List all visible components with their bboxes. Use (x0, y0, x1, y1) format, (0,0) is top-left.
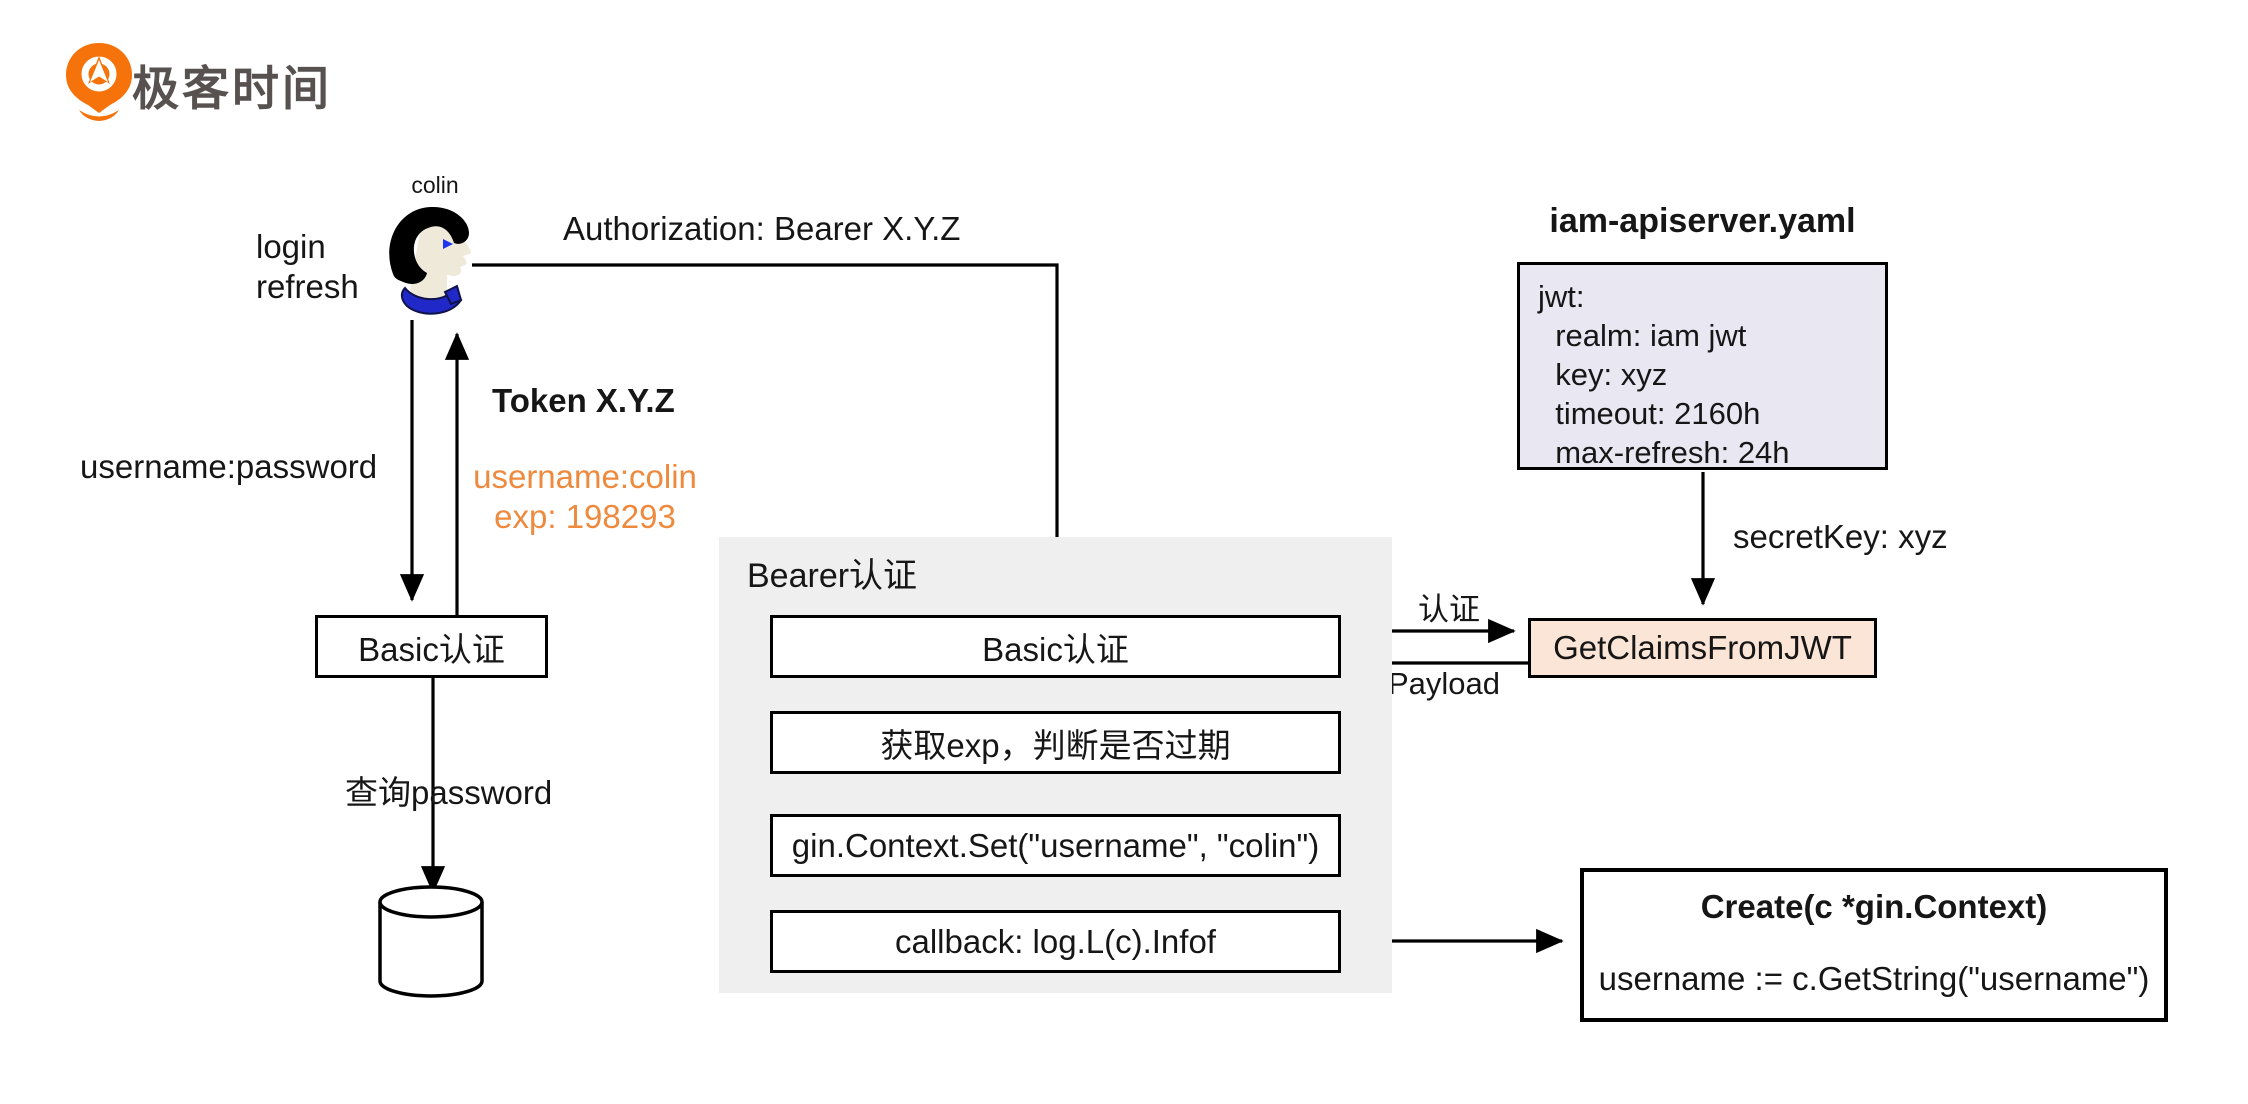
bearer-step-basic-auth-label: Basic认证 (982, 630, 1129, 668)
bearer-step-callback-label: callback: log.L(c).Infof (895, 922, 1216, 960)
geektime-logo-icon (66, 43, 132, 121)
token-claim-exp: exp: 198293 (494, 498, 676, 535)
payload-label: Payload (1388, 666, 1501, 701)
basic-auth-box-left-label: Basic认证 (358, 630, 505, 668)
yaml-line-realm: realm: iam jwt (1538, 318, 1747, 353)
yaml-line-timeout: timeout: 2160h (1538, 396, 1761, 431)
user-icon (389, 206, 471, 315)
bearer-step-context-set: gin.Context.Set("username", "colin") (770, 814, 1341, 877)
yaml-line-max-refresh: max-refresh: 24h (1538, 435, 1790, 470)
get-claims-from-jwt-label: GetClaimsFromJWT (1553, 629, 1852, 666)
yaml-line-jwt: jwt: (1538, 279, 1585, 314)
token-label: Token X.Y.Z (492, 382, 675, 419)
bearer-step-check-exp-label: 获取exp，判断是否过期 (880, 726, 1231, 764)
geektime-logo-text: 极客时间 (132, 62, 332, 115)
actor-name: colin (411, 172, 459, 198)
secretkey-label: secretKey: xyz (1733, 518, 1948, 555)
bearer-step-context-set-label: gin.Context.Set("username", "colin") (791, 826, 1320, 864)
create-handler-box: Create(c *gin.Context) username := c.Get… (1580, 868, 2168, 1022)
username-password-label: username:password (80, 448, 378, 485)
create-handler-title: Create(c *gin.Context) (1700, 888, 2048, 925)
token-claim-username: username:colin (473, 458, 697, 495)
yaml-config-box: jwt: realm: iam jwt key: xyz timeout: 21… (1517, 262, 1888, 470)
bearer-step-callback: callback: log.L(c).Infof (770, 910, 1341, 973)
basic-auth-box-left: Basic认证 (315, 615, 548, 678)
create-handler-body: username := c.GetString("username") (1598, 960, 2150, 997)
get-claims-from-jwt-box: GetClaimsFromJWT (1528, 618, 1877, 678)
renzheng-label: 认证 (1418, 592, 1480, 627)
yaml-line-key: key: xyz (1538, 357, 1668, 392)
yaml-file-title: iam-apiserver.yaml (1549, 202, 1856, 240)
actor-action-refresh: refresh (256, 268, 359, 305)
database-icon (378, 885, 484, 998)
bearer-auth-group-title: Bearer认证 (747, 557, 918, 595)
actor-action-login: login (256, 228, 326, 265)
query-password-label: 查询password (345, 774, 553, 811)
authorization-label: Authorization: Bearer X.Y.Z (563, 210, 961, 247)
bearer-step-basic-auth: Basic认证 (770, 615, 1341, 678)
bearer-step-check-exp: 获取exp，判断是否过期 (770, 711, 1341, 774)
